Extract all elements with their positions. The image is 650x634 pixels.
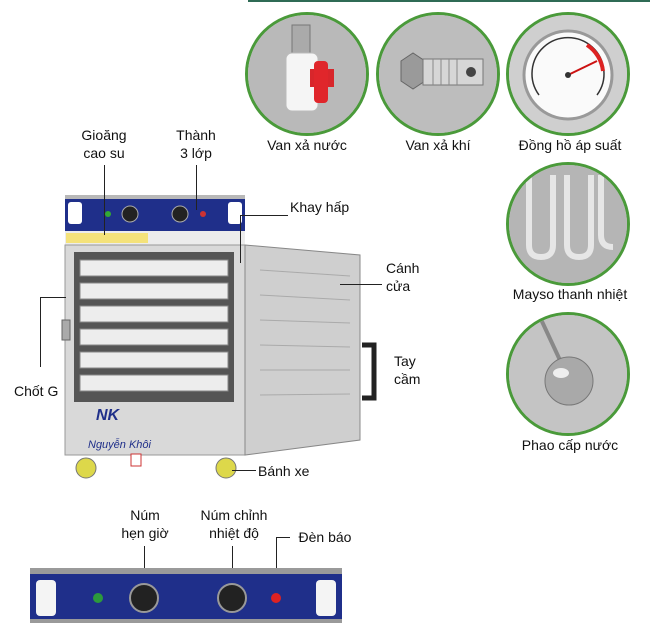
component-label: Van xả nước [267, 137, 347, 153]
callout-wheels: Bánh xe [258, 463, 310, 479]
heating-element-icon [509, 165, 627, 283]
leader-line [340, 284, 382, 285]
chef-mascot-icon [36, 580, 56, 616]
callout-tray: Khay hấp [290, 199, 350, 215]
control-panel-closeup [30, 568, 342, 623]
top-divider [248, 0, 650, 2]
callout-indicator-light: Đèn báo [298, 529, 352, 545]
svg-text:NK: NK [96, 407, 121, 424]
callout-triple-wall: Thành 3 lớp [176, 127, 216, 161]
float-valve-photo [506, 312, 630, 436]
timer-knob-icon [129, 583, 159, 613]
chef-mascot-icon [316, 580, 336, 616]
callout-handle: Tay cầm [394, 353, 421, 387]
g-latch [61, 319, 71, 341]
leader-line [40, 297, 66, 298]
drain-valve-icon [248, 15, 366, 133]
steam-cabinet-illustration: NK Nguyễn Khôi [61, 195, 377, 479]
temperature-knob-icon [171, 205, 189, 223]
float-ball-icon [509, 315, 627, 433]
pressure-gauge-photo [506, 12, 630, 136]
door [244, 244, 361, 456]
leader-line [276, 537, 277, 581]
leader-line [144, 546, 145, 584]
door-handle [362, 342, 377, 401]
timer-knob-icon [121, 205, 139, 223]
heating-element-photo [506, 162, 630, 286]
callout-temp-knob: Núm chỉnh nhiệt độ [200, 507, 268, 541]
component-label: Van xả khí [405, 137, 471, 153]
air-valve-icon [379, 15, 497, 133]
callout-g-latch: Chốt G [14, 383, 59, 399]
power-light-icon [93, 593, 103, 603]
drain-valve-photo [245, 12, 369, 136]
leader-line [240, 215, 241, 263]
top-control-strip [65, 195, 245, 231]
leader-line [276, 537, 290, 538]
logo-text: Nguyễn Khôi [88, 438, 152, 451]
component-label: Đồng hồ áp suất [518, 137, 622, 153]
brand-strip [66, 233, 148, 243]
indicator-light-icon [271, 593, 281, 603]
air-valve-photo [376, 12, 500, 136]
callout-timer-knob: Núm hẹn giờ [121, 507, 169, 541]
temperature-knob-icon [217, 583, 247, 613]
leader-line [196, 165, 197, 210]
gauge-icon [509, 15, 627, 133]
leader-line [40, 297, 41, 367]
callout-gasket: Gioăng cao su [81, 127, 127, 161]
leader-line [240, 215, 288, 216]
callout-door: Cánh cửa [386, 260, 420, 294]
leader-line [232, 546, 233, 584]
leader-line [104, 165, 105, 235]
component-label: Mayso thanh nhiệt [512, 286, 628, 302]
leader-line [232, 470, 256, 471]
component-label: Phao cấp nước [521, 437, 619, 453]
